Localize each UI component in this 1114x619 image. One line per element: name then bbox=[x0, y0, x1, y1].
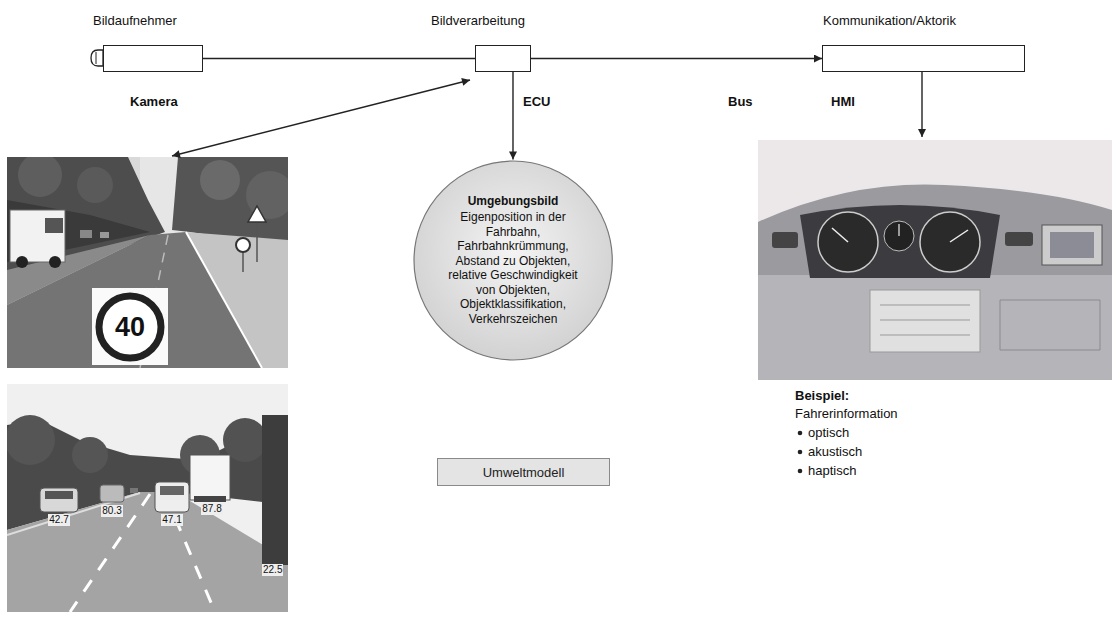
connector-line bbox=[203, 58, 475, 59]
bullet-dot bbox=[798, 431, 803, 474]
dashboard-picture bbox=[1042, 225, 1102, 265]
road-photo bbox=[7, 157, 288, 368]
dashboard-picture bbox=[950, 230, 968, 242]
road-photo bbox=[16, 256, 28, 268]
ellipse-outline bbox=[414, 161, 612, 360]
camera-box: Bildaufnehmer bbox=[103, 45, 203, 72]
highway-photo bbox=[130, 488, 138, 493]
node-body: Eigenposition in der Fahrbahn, Fahrbahnk… bbox=[446, 210, 580, 326]
road-photo bbox=[10, 210, 65, 262]
road-photo bbox=[45, 218, 63, 233]
distance-value: 42.7 bbox=[48, 514, 69, 526]
list-item: haptisch bbox=[808, 463, 856, 479]
example-text: Fahrerinformation bbox=[795, 406, 898, 422]
dashboard-picture bbox=[818, 212, 878, 272]
highway-photo bbox=[45, 491, 73, 499]
part-label: ECU bbox=[523, 94, 550, 110]
dashboard-picture bbox=[758, 140, 1112, 380]
distance-value: 47.1 bbox=[161, 514, 182, 526]
dashboard-picture bbox=[1000, 300, 1100, 350]
node-title: Umweltmodell bbox=[483, 465, 565, 480]
highway-photo bbox=[160, 486, 184, 495]
environment-ellipse: UmgebungsbildEigenposition in der Fahrba… bbox=[413, 160, 613, 361]
dashboard-picture bbox=[880, 335, 970, 336]
connector-line bbox=[531, 58, 822, 59]
highway-photo bbox=[70, 494, 150, 612]
dashboard-picture bbox=[772, 232, 798, 248]
road-photo bbox=[200, 160, 240, 200]
dashboard-picture bbox=[832, 228, 848, 242]
road-photo bbox=[77, 167, 113, 203]
part-label: HMI bbox=[831, 94, 855, 110]
road-photo bbox=[49, 256, 61, 268]
leader-arrows bbox=[921, 72, 922, 137]
dashboard-picture bbox=[1005, 232, 1033, 246]
node-title: Umgebungsbild bbox=[468, 194, 559, 209]
dashboard-picture bbox=[758, 184, 1112, 380]
camera-symbol bbox=[91, 50, 103, 66]
road-photo bbox=[242, 252, 244, 272]
leader-arrows bbox=[172, 72, 922, 156]
highway-photo bbox=[190, 455, 230, 500]
list-item: akustisch bbox=[808, 444, 862, 460]
bullet-dot bbox=[798, 431, 803, 436]
distance-value: 22.5 bbox=[262, 564, 283, 576]
camera-symbol bbox=[96, 52, 97, 64]
road-photo bbox=[248, 206, 266, 222]
dashboard-picture bbox=[1050, 232, 1094, 258]
dashboard-picture bbox=[898, 224, 899, 236]
part-label: Kamera bbox=[130, 94, 178, 110]
dashboard-picture bbox=[870, 290, 980, 352]
example-heading: Beispiel: bbox=[795, 388, 849, 404]
distance-value: 80.3 bbox=[101, 505, 122, 517]
road-photo bbox=[99, 296, 161, 358]
highway-photo bbox=[72, 437, 108, 473]
road-photo bbox=[256, 220, 258, 262]
dashboard-picture bbox=[920, 212, 980, 272]
sign-number: 40 bbox=[115, 311, 145, 343]
highway-photo bbox=[194, 496, 226, 502]
highway-photo bbox=[7, 384, 288, 612]
road-photo bbox=[246, 171, 288, 219]
road-photo bbox=[100, 232, 109, 238]
node-title: Bildverarbeitung bbox=[431, 13, 525, 29]
dashboard-picture bbox=[758, 275, 1112, 380]
dashboard-picture bbox=[884, 221, 914, 251]
highway-photo bbox=[262, 415, 288, 565]
highway-photo bbox=[7, 415, 55, 465]
distance-value: 87.8 bbox=[201, 503, 222, 515]
road-photo bbox=[92, 288, 168, 365]
bullet-dot bbox=[798, 450, 803, 455]
dashboard-picture bbox=[880, 305, 970, 306]
highway-photo bbox=[155, 482, 189, 512]
road-photo bbox=[80, 230, 92, 238]
highway-photo bbox=[7, 384, 288, 612]
leader-arrows bbox=[172, 80, 470, 156]
dashboard-picture bbox=[800, 205, 1000, 278]
road-photo bbox=[18, 157, 62, 197]
dashboard-picture bbox=[758, 140, 1112, 380]
highway-photo bbox=[100, 485, 124, 502]
processing-box: Bildverarbeitung bbox=[475, 45, 531, 72]
connector-line bbox=[512, 72, 513, 160]
road-photo bbox=[186, 232, 262, 368]
model-band: Umweltmodell bbox=[437, 458, 610, 486]
list-item: optisch bbox=[808, 425, 849, 441]
node-title: Kommunikation/Aktorik bbox=[823, 13, 956, 29]
bullet-dot bbox=[798, 469, 803, 474]
camera-symbol bbox=[91, 50, 103, 66]
part-label: Bus bbox=[728, 94, 753, 110]
road-photo bbox=[236, 238, 250, 252]
communication-box: Kommunikation/Aktorik bbox=[822, 45, 1025, 72]
dashboard-picture bbox=[880, 320, 970, 321]
highway-photo bbox=[40, 488, 78, 512]
node-title: Bildaufnehmer bbox=[93, 13, 177, 29]
